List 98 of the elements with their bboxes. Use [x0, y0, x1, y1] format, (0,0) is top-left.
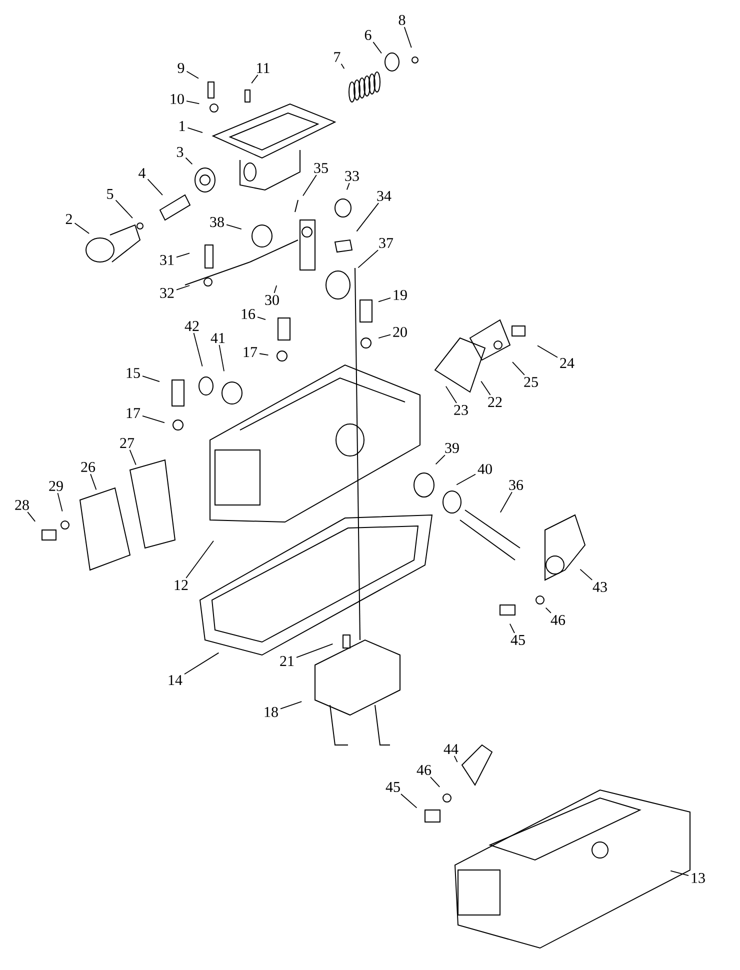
leader-line [430, 776, 440, 788]
callout-number: 27 [120, 438, 134, 448]
callout-number: 5 [107, 189, 114, 199]
leader-line [454, 756, 458, 763]
leader-line [378, 298, 391, 302]
callout-number: 18 [264, 706, 278, 718]
leader-line [280, 701, 302, 710]
leader-line [142, 415, 165, 424]
callout-number: 6 [364, 30, 372, 40]
callout-number: 30 [265, 294, 279, 306]
callout-number: 12 [174, 580, 188, 590]
callout-number: 9 [178, 62, 184, 74]
callout-number: 3 [176, 146, 184, 158]
callout-number: 19 [394, 290, 407, 300]
callout-number: 32 [160, 288, 174, 298]
leader-line [74, 222, 90, 234]
leader-line [509, 623, 515, 634]
callout-number: 37 [379, 238, 394, 248]
callout-number: 24 [560, 358, 574, 368]
callout-number: 2 [66, 214, 72, 224]
callout-number: 15 [126, 368, 140, 378]
callout-number: 11 [257, 63, 270, 73]
callout-number: 46 [550, 614, 566, 626]
leader-line [184, 652, 220, 675]
leader-line [257, 316, 266, 320]
callout-number: 13 [692, 872, 705, 884]
callout-number: 17 [126, 408, 140, 418]
callout-number: 8 [398, 14, 406, 26]
callout-number: 40 [478, 464, 492, 474]
leader-line [226, 224, 242, 230]
leader-line [545, 607, 552, 614]
callout-number: 26 [81, 462, 96, 472]
leader-line [372, 42, 382, 54]
callout-number: 35 [314, 162, 328, 174]
leader-line [400, 794, 418, 808]
callout-number: 38 [210, 216, 224, 228]
leader-line [404, 26, 412, 48]
leader-line [142, 376, 160, 382]
callout-number: 45 [510, 635, 525, 646]
callout-number: 46 [416, 764, 432, 776]
leader-line [435, 454, 446, 465]
callout-number: 43 [592, 582, 607, 592]
callout-number: 34 [377, 190, 392, 202]
leader-line [580, 568, 593, 580]
leader-line [274, 285, 278, 294]
callout-number: 20 [393, 326, 407, 338]
callout-number: 23 [454, 404, 468, 416]
leader-line [115, 200, 133, 218]
leader-line [193, 332, 203, 367]
callout-number: 29 [49, 480, 63, 492]
leader-line [147, 178, 163, 196]
leader-line [57, 492, 63, 512]
callout-number: 21 [280, 656, 294, 666]
leader-line [27, 512, 36, 522]
callout-number: 41 [210, 333, 225, 343]
callout-number: 14 [168, 675, 182, 685]
leader-line [445, 386, 457, 404]
leader-line [259, 353, 269, 356]
leader-line [176, 252, 190, 258]
leader-line [340, 63, 345, 70]
leader-line [185, 157, 193, 165]
leader-line [512, 362, 525, 376]
leader-line [186, 100, 200, 104]
callout-number: 1 [180, 121, 185, 131]
leader-line [218, 344, 224, 372]
leader-line [356, 202, 379, 232]
callout-number: 28 [15, 500, 29, 510]
leader-line [537, 345, 558, 358]
callout-number: 16 [242, 308, 256, 320]
callout-number: 39 [445, 442, 459, 454]
callout-number: 4 [138, 168, 146, 178]
leader-line [187, 127, 203, 134]
callout-number: 22 [488, 397, 502, 407]
leader-line [456, 474, 476, 486]
leader-line [500, 492, 512, 513]
leader-line [670, 870, 689, 876]
leader-line [129, 450, 136, 466]
leader-line [358, 250, 379, 268]
leader-line [186, 540, 214, 578]
callout-number: 25 [524, 376, 538, 388]
callout-number: 17 [244, 347, 258, 357]
callout-number: 36 [509, 480, 524, 490]
leader-line [378, 334, 391, 338]
leader-line [480, 380, 491, 396]
leader-line [296, 643, 334, 658]
callout-number: 42 [184, 321, 199, 331]
callout-number: 7 [334, 52, 340, 62]
callout-number: 44 [444, 744, 458, 754]
leader-line [186, 70, 199, 79]
callout-number: 31 [160, 254, 174, 266]
leader-line [90, 474, 97, 490]
callout-number: 45 [386, 782, 400, 792]
callout-number: 33 [345, 170, 359, 182]
leader-line [176, 285, 190, 290]
leader-line [302, 174, 317, 196]
leader-line [346, 182, 350, 190]
leader-line [251, 74, 258, 84]
callout-number: 10 [170, 94, 184, 104]
